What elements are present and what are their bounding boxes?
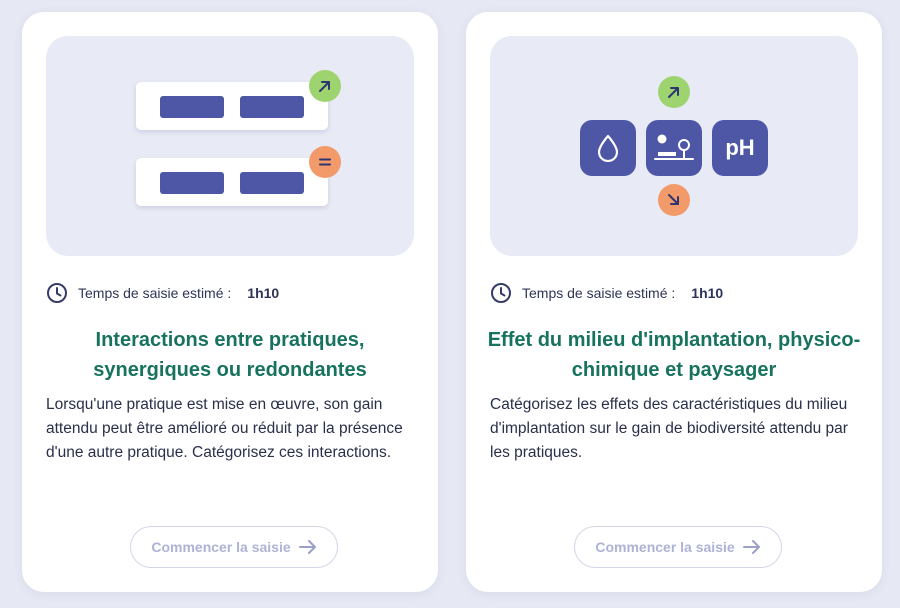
start-entry-button[interactable]: Commencer la saisie <box>574 526 782 568</box>
time-value: 1h10 <box>247 285 280 301</box>
card-description: Catégorisez les effets des caractéristiq… <box>490 396 848 461</box>
clock-icon <box>47 283 67 303</box>
ph-label: pH <box>725 135 755 160</box>
start-entry-button[interactable]: Commencer la saisie <box>130 526 338 568</box>
ph-icon: pH <box>712 120 768 176</box>
time-label: Temps de saisie estimé : <box>78 285 232 301</box>
practice-pill <box>240 96 304 118</box>
landscape-icon <box>646 120 702 176</box>
practice-pill <box>240 172 304 194</box>
card-description: Lorsqu'une pratique est mise en œuvre, s… <box>46 396 403 461</box>
time-label: Temps de saisie estimé : <box>522 285 676 301</box>
arrow-up-right-icon <box>309 70 341 102</box>
time-value: 1h10 <box>691 285 724 301</box>
card-environment-effect: pH Temps de saisie estimé : 1h10 Effet d… <box>466 12 882 592</box>
practice-row <box>136 158 328 206</box>
card-illustration: pH <box>490 36 858 256</box>
arrow-down-right-icon <box>658 184 690 216</box>
arrow-up-right-icon <box>658 76 690 108</box>
start-entry-label: Commencer la saisie <box>595 539 735 555</box>
card-title: Interactions entre pratiques, synergique… <box>93 329 367 381</box>
practice-pill <box>160 172 224 194</box>
arrow-right-icon <box>742 540 760 554</box>
clock-icon <box>491 283 511 303</box>
equals-icon <box>309 146 341 178</box>
card-interactions: Temps de saisie estimé : 1h10 Interactio… <box>22 12 438 592</box>
start-entry-label: Commencer la saisie <box>151 539 291 555</box>
card-illustration <box>46 36 414 256</box>
estimated-time: Temps de saisie estimé : 1h10 <box>46 282 279 304</box>
practice-pill <box>160 96 224 118</box>
practice-row <box>136 82 328 130</box>
water-drop-icon <box>580 120 636 176</box>
card-title: Effet du milieu d'implantation, physico-… <box>487 329 861 381</box>
arrow-right-icon <box>298 540 316 554</box>
estimated-time: Temps de saisie estimé : 1h10 <box>490 282 723 304</box>
